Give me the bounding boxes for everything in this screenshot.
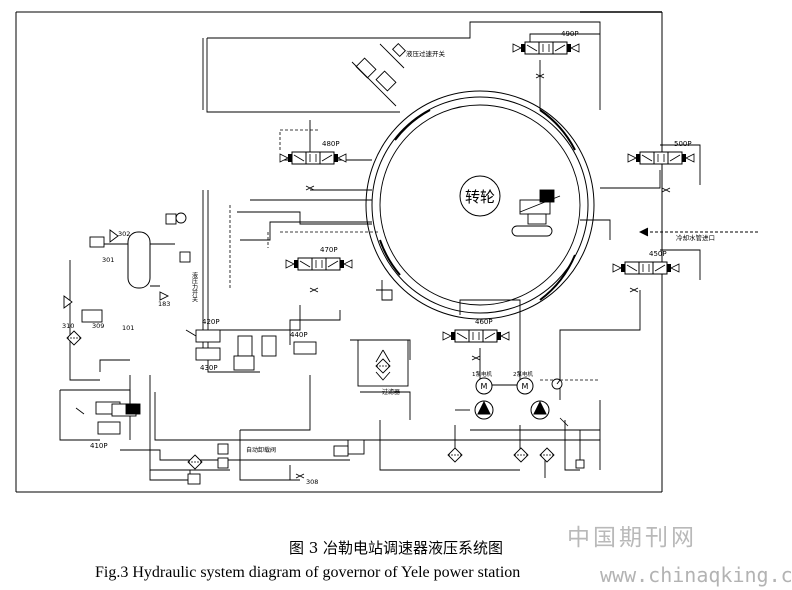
motor-1-glyph: M: [481, 382, 488, 391]
cooling-water-label: 冷却水管进口: [676, 233, 715, 242]
valve-500p-label: 500P: [674, 140, 692, 148]
valve-480p-label: 480P: [322, 140, 340, 148]
overspeed-switch-label: 液压过速开关: [406, 49, 446, 58]
label-410p: 410P: [90, 442, 108, 450]
pump-2: [516, 377, 550, 420]
motor-2-glyph: M: [522, 382, 529, 391]
valve-410p: [95, 401, 141, 435]
valve-450p: 450P: [612, 250, 680, 275]
bottom-filter-3: [513, 447, 529, 463]
bottom-filter-4: [539, 447, 555, 463]
check-valves: [75, 73, 671, 479]
cooling-arrow: [638, 227, 760, 237]
label-301: 301: [102, 256, 114, 264]
pump1-label: 1泵电机: [472, 370, 492, 378]
valve-450p-label: 450P: [649, 250, 667, 258]
gauge: [551, 378, 563, 390]
left-filter: [66, 330, 82, 346]
label-101: 101: [122, 324, 134, 332]
label-310: 310: [62, 322, 74, 330]
valve-cluster-420-440: [185, 329, 317, 371]
accumulator: [104, 231, 175, 289]
bottom-filter-2: [447, 447, 463, 463]
label-309: 309: [92, 322, 104, 330]
valve-470p: 470P: [285, 246, 353, 271]
label-420p: 420P: [202, 318, 220, 326]
label-302: 302: [118, 230, 130, 238]
unload-label: 自动卸载阀: [246, 446, 276, 454]
runner-hub: 转轮: [459, 175, 501, 217]
label-440p: 440P: [290, 331, 308, 339]
watermark-url: www.chinaqking.com: [600, 563, 792, 587]
bridge-filter: [375, 358, 391, 374]
runner-label: 转轮: [465, 188, 495, 206]
valve-490p-label: 490P: [561, 30, 579, 38]
valve-500p: 500P: [627, 140, 695, 165]
pressure-switch-label: 液压力开关: [191, 271, 198, 303]
pump-1: [474, 377, 494, 420]
outer-frame: [15, 11, 663, 493]
valve-470p-label: 470P: [320, 246, 338, 254]
runner-ring: [365, 90, 595, 320]
pump2-label: 2泵电机: [513, 370, 533, 378]
valve-490p: 490P: [512, 30, 580, 55]
servo-block: [511, 189, 561, 237]
label-183: 183: [158, 300, 170, 308]
valve-460p-label: 460P: [475, 318, 493, 326]
bottom-filter-1: [187, 454, 203, 470]
filter-bridge: [357, 339, 409, 387]
left-valve-column: [63, 212, 191, 323]
filter-label: 过滤器: [382, 388, 400, 396]
figure-caption-en: Fig.3 Hydraulic system diagram of govern…: [95, 564, 521, 581]
watermark-cn: 中国期刊网: [567, 525, 697, 551]
figure-caption-cn: 图 3 冶勒电站调速器液压系统图: [288, 539, 504, 557]
bottom-boxes: [187, 439, 585, 485]
pipework: [59, 21, 701, 482]
valve-480p: 480P: [279, 140, 347, 165]
label-430p: 430P: [200, 364, 218, 372]
label-308: 308: [306, 478, 318, 486]
overspeed-switch: [351, 42, 407, 107]
valve-460p: 460P: [442, 318, 510, 343]
